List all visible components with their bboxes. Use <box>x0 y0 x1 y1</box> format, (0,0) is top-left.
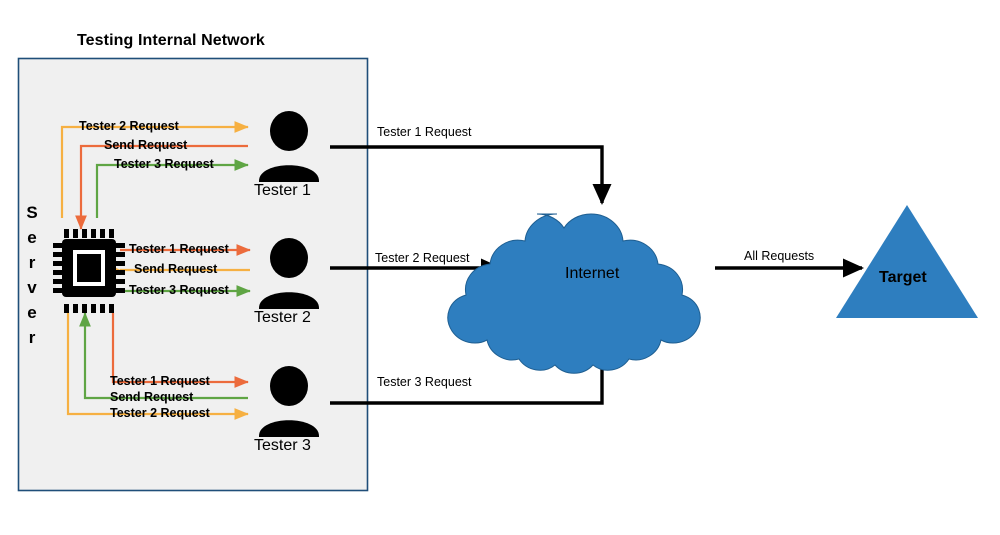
node-label-tester-2: Tester 2 <box>254 309 311 326</box>
node-label-tester-3: Tester 3 <box>254 437 311 454</box>
server-label: S e r v e r <box>21 200 43 350</box>
server-letter-1: S <box>26 203 38 222</box>
server-letter-5: e <box>27 303 37 322</box>
flow-tester1-tester2-request <box>60 121 249 218</box>
cloud-icon <box>447 213 701 374</box>
flow-tester1-tester3-request <box>95 159 249 218</box>
target-label: Target <box>879 269 927 286</box>
person-icon-tester-1 <box>259 111 319 182</box>
flow-label-t2-tester1-request: Tester 1 Request <box>129 242 229 256</box>
flow-tester3-send-request <box>79 312 248 400</box>
server-letter-2: e <box>27 228 37 247</box>
flow-tester1-to-internet <box>330 145 612 206</box>
flow-label-tester1-request-external: Tester 1 Request <box>377 125 472 139</box>
flow-tester3-tester1-request <box>111 313 249 388</box>
node-label-tester-1: Tester 1 <box>254 182 311 199</box>
page-title: Testing Internal Network <box>77 32 265 49</box>
flow-label-t3-tester1-request: Tester 1 Request <box>110 374 210 388</box>
cpu-chip-icon <box>53 229 125 313</box>
flow-label-t2-send-request: Send Request <box>134 262 218 276</box>
flow-label-tester2-request-external: Tester 2 Request <box>375 251 470 265</box>
person-icon-tester-2 <box>259 238 319 309</box>
flow-label-t1-tester2-request: Tester 2 Request <box>79 119 179 133</box>
flow-label-t3-send-request: Send Request <box>110 390 194 404</box>
flow-label-t2-tester3-request: Tester 3 Request <box>129 283 229 297</box>
internet-label: Internet <box>565 265 620 282</box>
flow-label-tester3-request-external: Tester 3 Request <box>377 375 472 389</box>
server-letter-6: r <box>28 328 36 347</box>
flow-tester3-tester2-request <box>66 313 249 420</box>
flow-tester1-send-request <box>75 144 248 230</box>
server-letter-4: v <box>27 278 37 297</box>
flow-label-t3-tester2-request: Tester 2 Request <box>110 406 210 420</box>
person-icon-tester-3 <box>259 366 319 437</box>
flow-label-t1-tester3-request: Tester 3 Request <box>114 157 214 171</box>
server-letter-3: r <box>28 253 36 272</box>
triangle-icon-target <box>836 205 978 318</box>
flow-label-all-requests: All Requests <box>744 249 815 263</box>
flow-label-t1-send-request: Send Request <box>104 138 188 152</box>
